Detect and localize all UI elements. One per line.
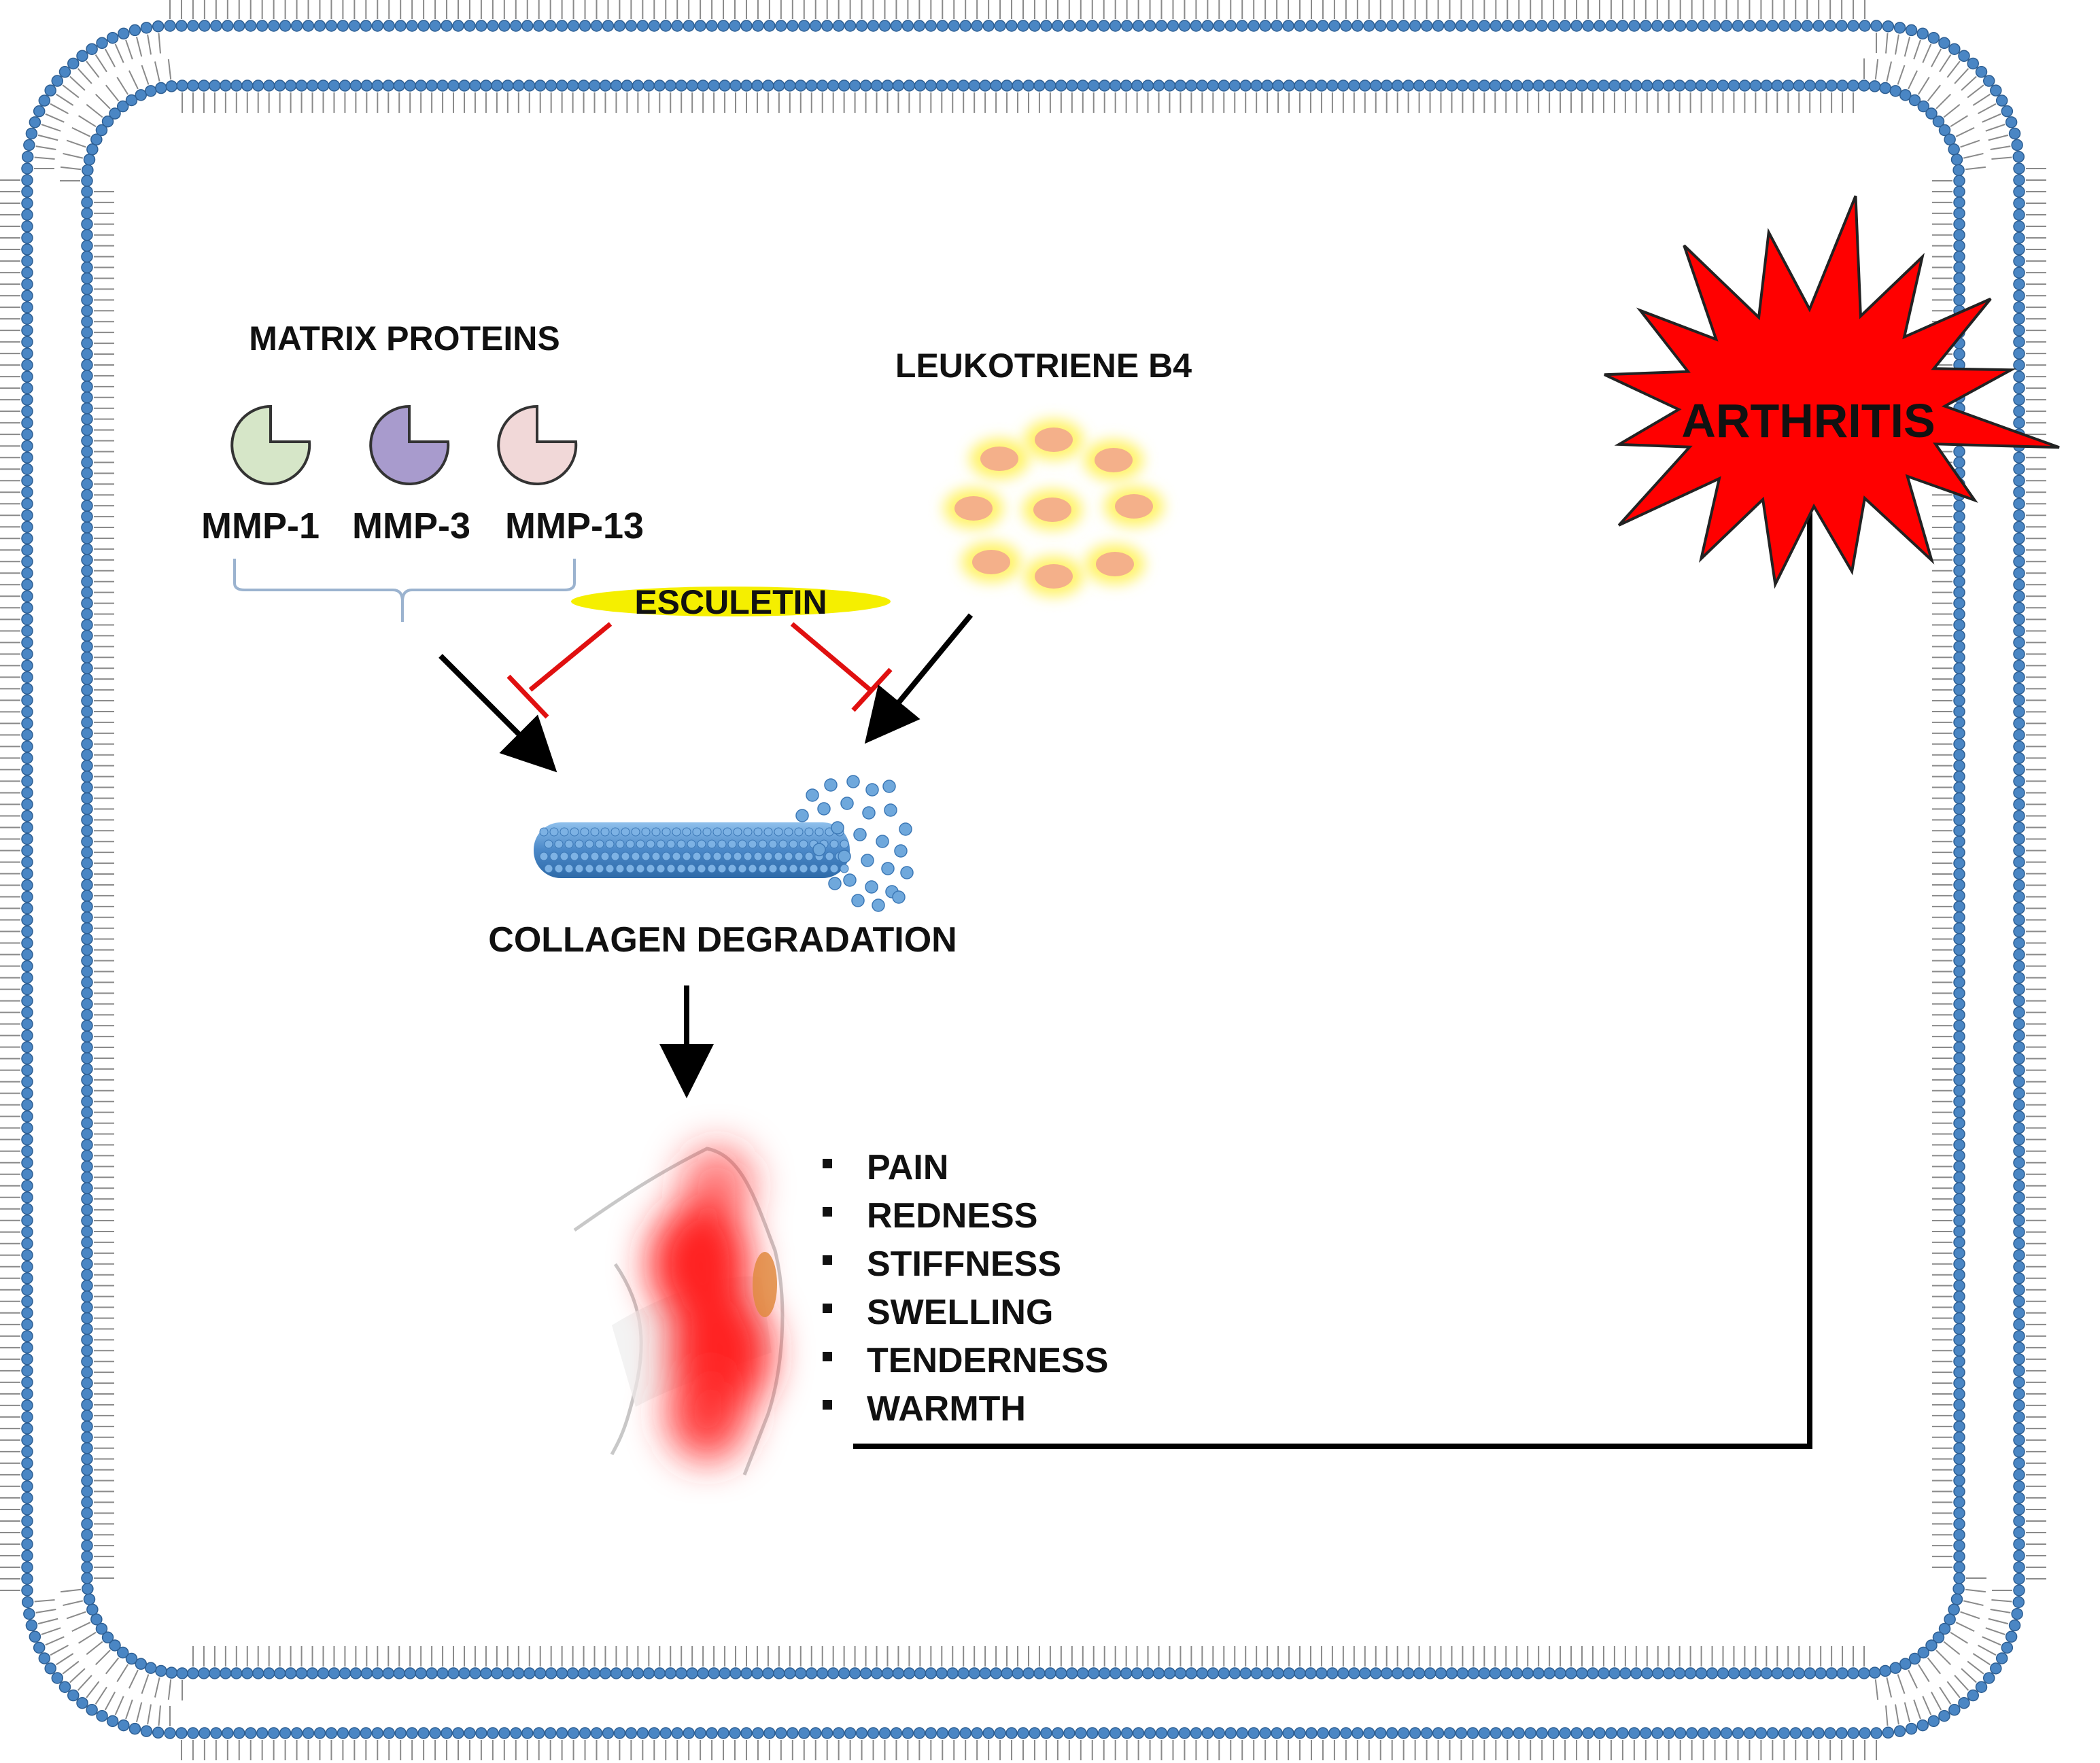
symptom-label: WARMTH (867, 1389, 1026, 1429)
mmp-13-icon (497, 404, 578, 485)
inhibition-lines (506, 622, 893, 719)
cell-membrane (0, 0, 2046, 1760)
mmp-1-icon (230, 404, 311, 485)
symptom-label: REDNESS (867, 1196, 1037, 1236)
grouping-brace (233, 559, 576, 622)
collagen-degradation-label: COLLAGEN DEGRADATION (488, 920, 957, 960)
leukotriene-molecules-icon (944, 419, 1164, 597)
mmp-3-icon (369, 404, 450, 485)
symptom-label: SWELLING (867, 1293, 1053, 1332)
arthritis-label: ARTHRITIS (1681, 394, 1935, 447)
matrix-proteins-group: MATRIX PROTEINS MMP-1 MMP-3 MMP-13 (201, 319, 644, 622)
activation-arrows (438, 613, 974, 1098)
leukotriene-b4-group: LEUKOTRIENE B4 (895, 347, 1192, 597)
symptom-list: PAIN REDNESS STIFFNESS SWELLING TENDERNESS WA… (823, 1148, 1108, 1429)
collagen-fiber-icon (534, 775, 914, 912)
arthritis-starburst-icon (1604, 195, 2060, 589)
inflamed-knee-icon (573, 1145, 785, 1476)
arthritis-burst: ARTHRITIS (1604, 195, 2060, 589)
bullet-icon (823, 1255, 832, 1265)
bullet-icon (823, 1159, 832, 1168)
bullet-icon (823, 1352, 832, 1361)
leukotriene-b4-label: LEUKOTRIENE B4 (895, 347, 1192, 385)
esculetin-label: ESCULETIN (634, 583, 827, 621)
ltb4-to-collagen-arrow (864, 613, 974, 744)
symptom-label: STIFFNESS (867, 1244, 1061, 1284)
symptom-label: PAIN (867, 1148, 948, 1187)
bullet-icon (823, 1400, 832, 1410)
bullet-icon (823, 1304, 832, 1313)
symptom-label: TENDERNESS (867, 1341, 1108, 1380)
esculetin-inhibits-ltb4-line (790, 622, 893, 712)
esculetin-ellipse (571, 587, 891, 616)
mmp-13-label: MMP-13 (505, 506, 644, 546)
matrix-proteins-title: MATRIX PROTEINS (249, 319, 560, 357)
bullet-icon (823, 1207, 832, 1217)
esculetin-inhibits-mmp-line (506, 622, 613, 719)
esculetin-group: ESCULETIN (571, 583, 891, 621)
mmp-to-collagen-arrow (438, 654, 557, 773)
mmp-1-label: MMP-1 (201, 506, 320, 546)
symptoms-to-arthritis-connector (853, 489, 1812, 1449)
mmp-3-label: MMP-3 (352, 506, 470, 546)
